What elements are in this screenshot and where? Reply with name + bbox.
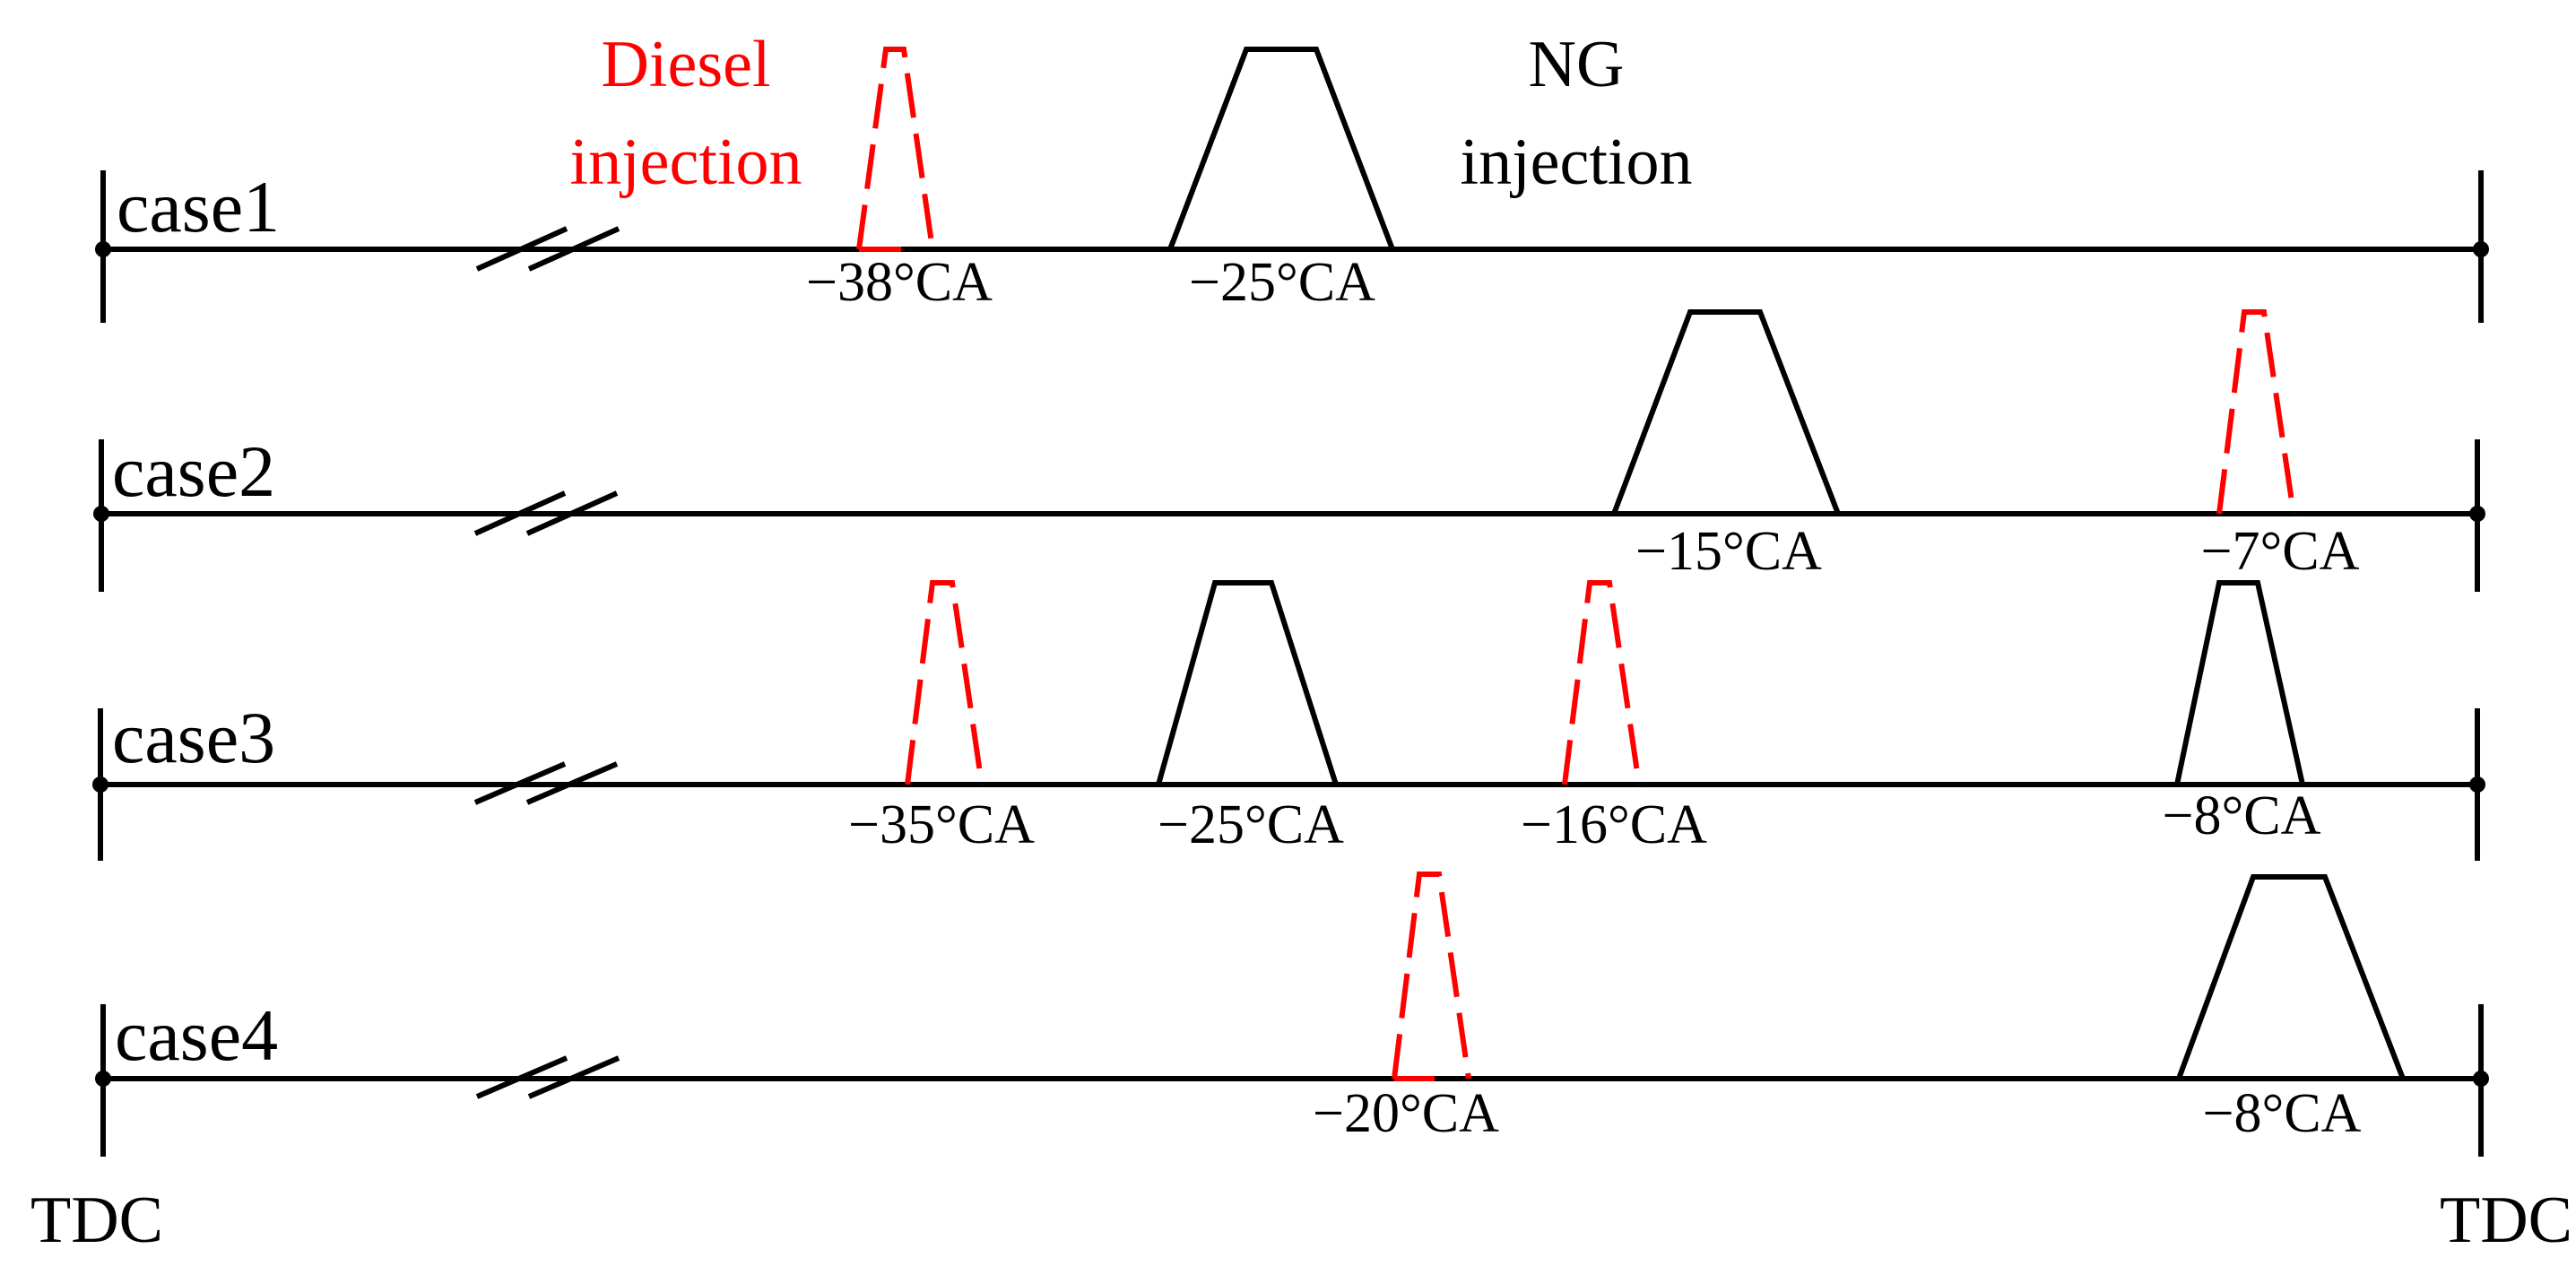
- case3-diesel-label-35: −35°CA: [848, 794, 1035, 855]
- case4-label: case4: [115, 994, 278, 1076]
- case3-break-mark-2: [525, 761, 619, 805]
- case1-break-mark-2: [527, 226, 620, 272]
- case3-label: case3: [112, 697, 275, 778]
- case3-break-mark-1: [473, 761, 567, 805]
- case3-diesel-pulse-35: [905, 580, 984, 785]
- case1-break-mark-1: [475, 226, 568, 272]
- case-row-3: case3 −35°CA −25°CA −16°CA −8°CA: [92, 580, 2485, 861]
- tdc-left-label: TDC: [30, 1184, 163, 1257]
- case4-break-mark-2: [527, 1055, 620, 1099]
- legend-ng-text-2: injection: [1461, 126, 1693, 199]
- legend-diesel-text-2: injection: [570, 126, 802, 199]
- case2-diesel-pulse-7: [2216, 309, 2296, 515]
- case2-diesel-label-7: −7°CA: [2201, 521, 2360, 582]
- case3-diesel-pulse-16: [1562, 580, 1642, 785]
- case4-ng-label-8: −8°CA: [2203, 1083, 2362, 1144]
- case2-label: case2: [112, 430, 275, 512]
- case2-break-mark-2: [525, 490, 619, 536]
- tdc-right-label: TDC: [2440, 1184, 2572, 1257]
- case3-ng-label-25: −25°CA: [1158, 794, 1344, 855]
- case4-diesel-label-20: −20°CA: [1313, 1083, 1499, 1144]
- case1-diesel-label-38: −38°CA: [806, 252, 993, 313]
- case2-right-dot: [2469, 506, 2485, 522]
- case-row-4: case4 −20°CA −8°CA: [95, 872, 2489, 1157]
- case4-right-dot: [2473, 1071, 2489, 1087]
- case3-left-dot: [92, 776, 108, 793]
- case1-label: case1: [117, 166, 280, 247]
- case2-ng-pulse-15: [1609, 309, 1843, 516]
- case4-ng-pulse-8: [2174, 874, 2407, 1081]
- case3-diesel-label-16: −16°CA: [1521, 794, 1707, 855]
- case2-ng-label-15: −15°CA: [1635, 521, 1822, 582]
- case2-break-mark-1: [473, 490, 567, 536]
- case3-ng-pulse-25: [1155, 580, 1340, 787]
- case1-right-dot: [2473, 241, 2489, 257]
- case1-ng-pulse-25: [1166, 47, 1397, 252]
- case3-ng-pulse-8: [2173, 580, 2306, 787]
- case-row-1: case1 −38°CA −25°CA: [95, 47, 2489, 323]
- case1-left-dot: [95, 241, 111, 257]
- case4-break-mark-1: [475, 1055, 568, 1099]
- case2-left-dot: [93, 506, 109, 522]
- case4-diesel-pulse-20: [1392, 872, 1471, 1080]
- case3-ng-label-8: −8°CA: [2163, 785, 2321, 846]
- case1-ng-label-25: −25°CA: [1189, 252, 1375, 313]
- legend-diesel-text-1: Diesel: [601, 28, 770, 101]
- case-row-2: case2 −15°CA −7°CA: [93, 309, 2485, 592]
- legend-ng-text-1: NG: [1529, 28, 1625, 101]
- legend: Diesel injection NG injection: [570, 28, 1693, 199]
- case1-diesel-pulse-38: [856, 47, 935, 250]
- case3-right-dot: [2469, 776, 2485, 793]
- case4-left-dot: [95, 1071, 111, 1087]
